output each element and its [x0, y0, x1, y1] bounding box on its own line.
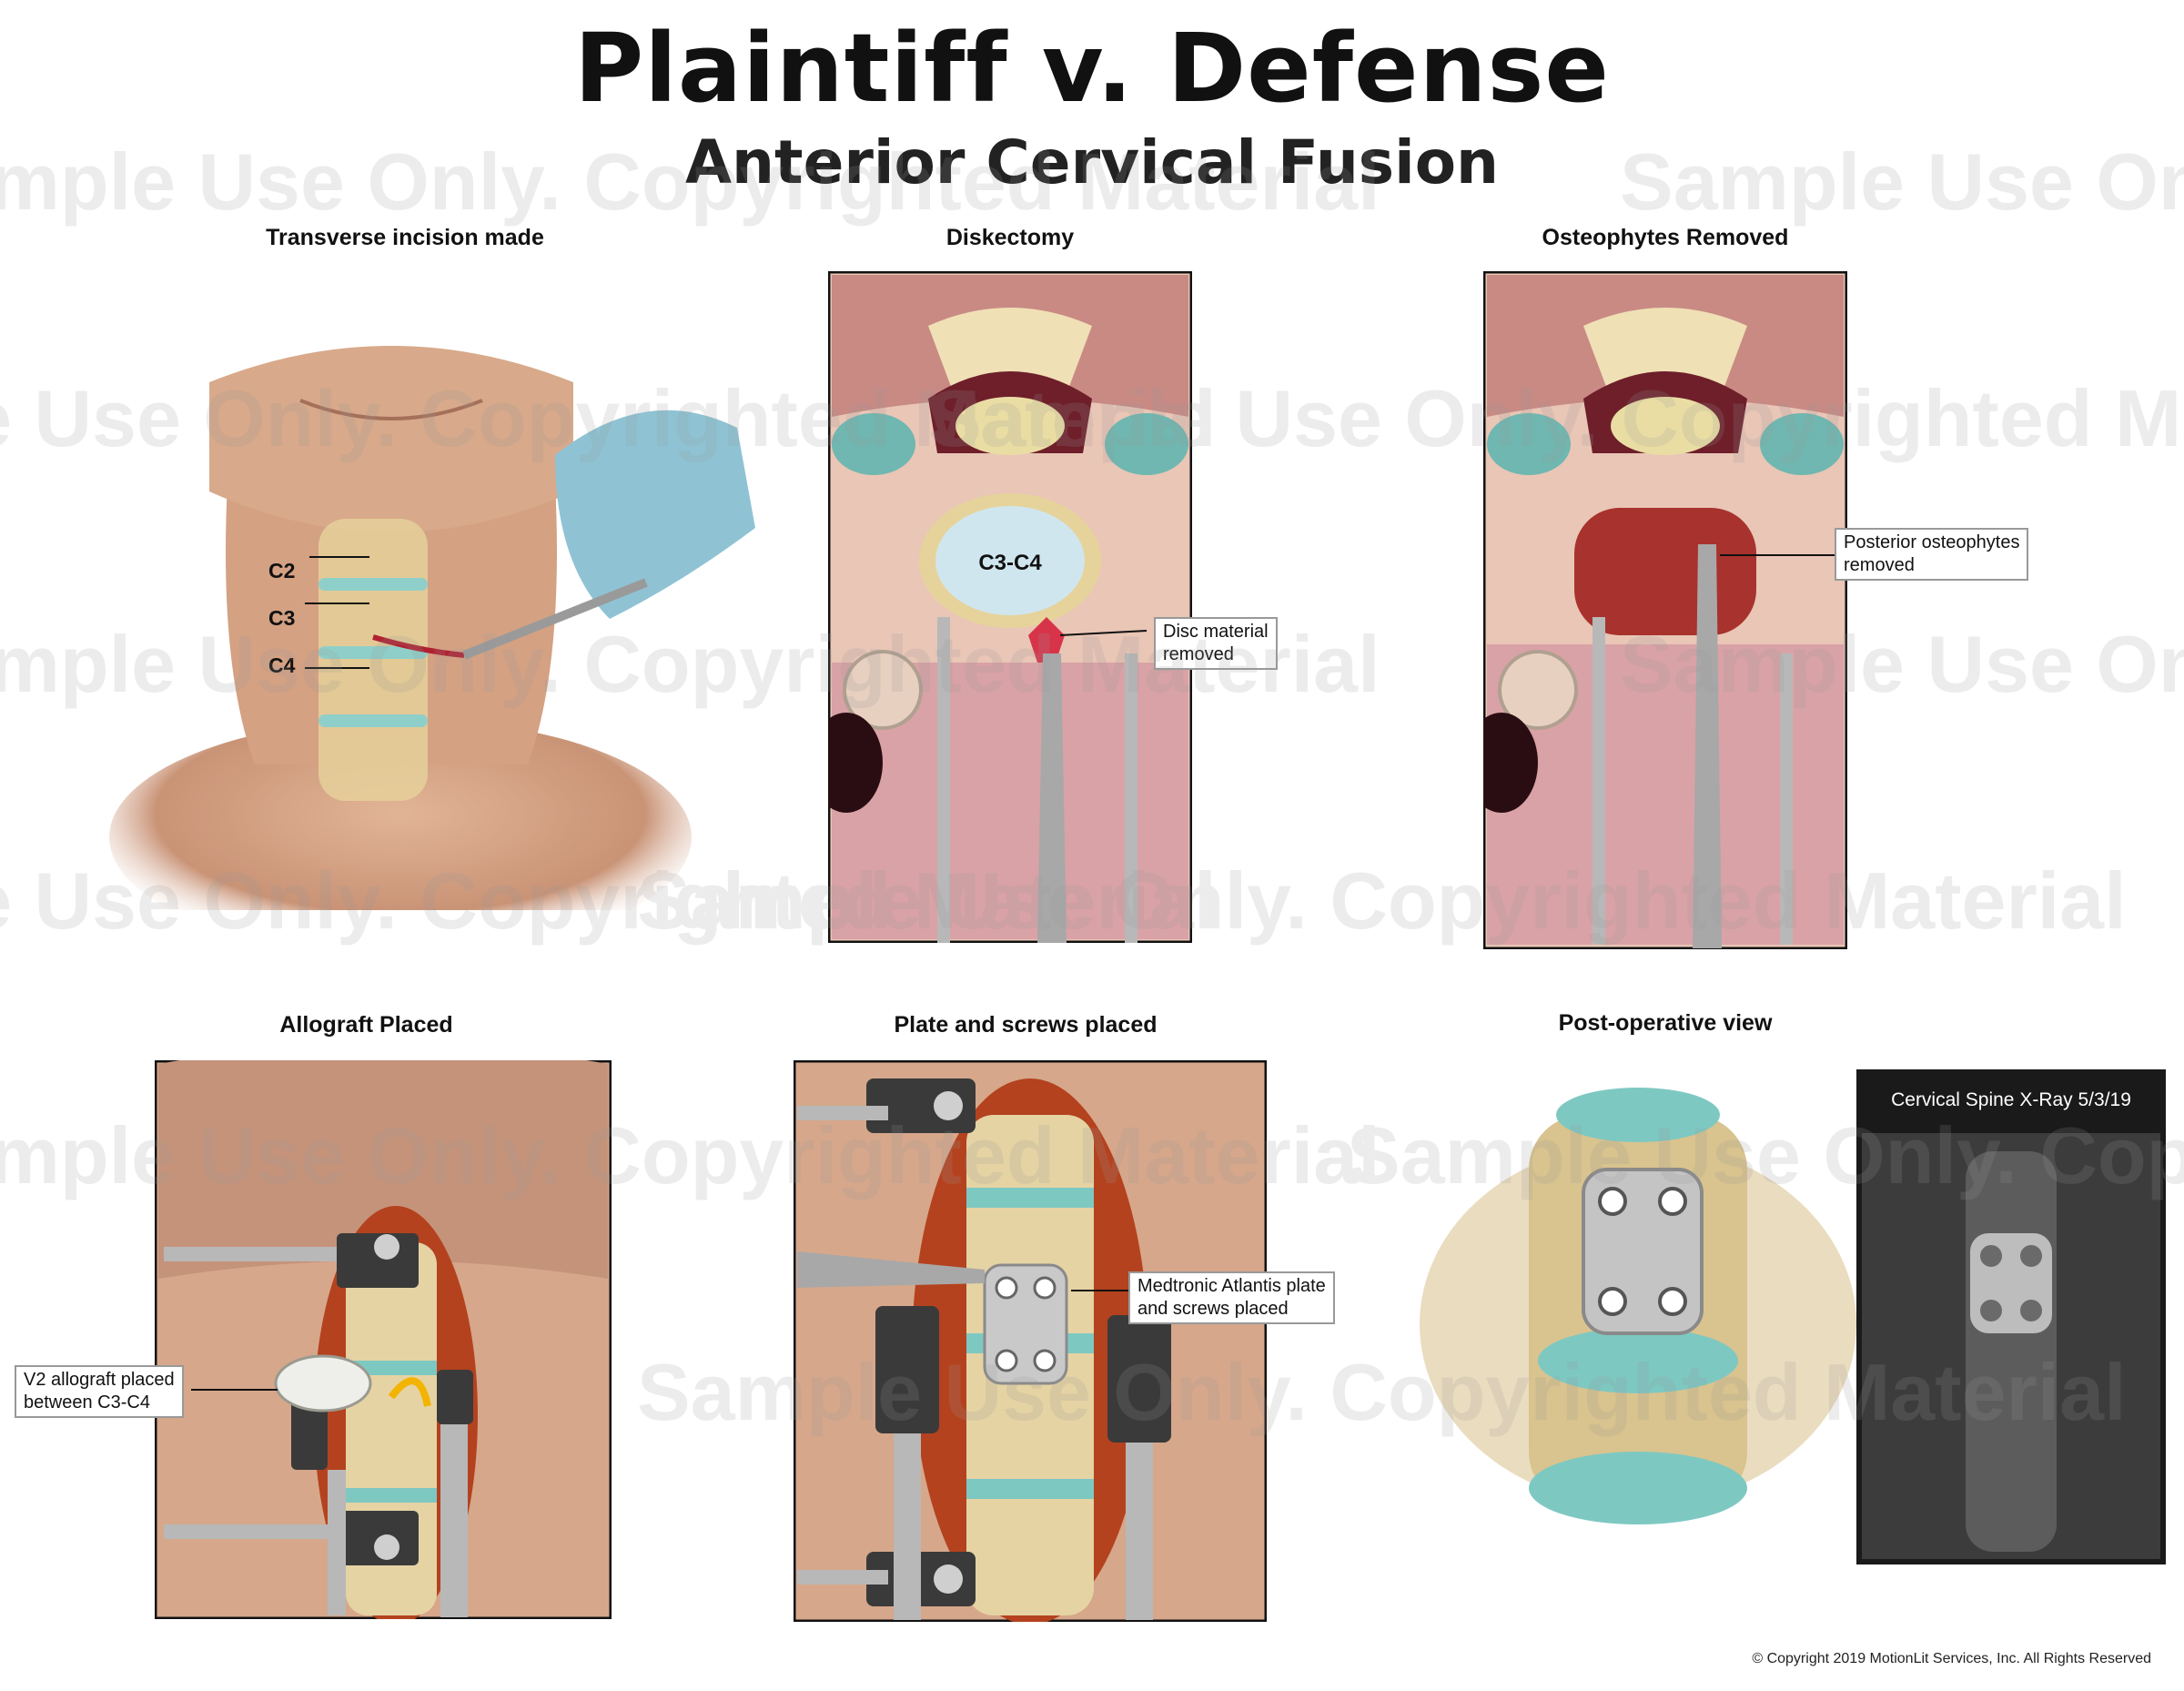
- osteophytes-illustration: [1483, 271, 1847, 949]
- postop-panel-title: Post-operative view: [1558, 1010, 1773, 1036]
- incision-panel-title: Transverse incision made: [266, 225, 544, 250]
- vertebra-label-c2: C2: [268, 559, 296, 582]
- incision-illustration: [109, 346, 755, 910]
- allograft-panel-title: Allograft Placed: [279, 1012, 453, 1038]
- osteophytes-panel-title: Osteophytes Removed: [1542, 225, 1789, 250]
- diskectomy-illustration: C3-C4: [828, 271, 1192, 943]
- xray-caption: Cervical Spine X-Ray 5/3/19: [1891, 1089, 2131, 1110]
- copyright-notice: © Copyright 2019 MotionLit Services, Inc…: [1752, 1651, 2151, 1666]
- plate-panel-title: Plate and screws placed: [894, 1012, 1158, 1038]
- disc-level-label: C3-C4: [978, 551, 1042, 575]
- diskectomy-panel-title: Diskectomy: [945, 225, 1075, 250]
- plate-illustration: [794, 1060, 1267, 1622]
- vertebra-label-c4: C4: [268, 653, 296, 677]
- plate-callout: Medtronic Atlantis plate and screws plac…: [1128, 1271, 1335, 1324]
- allograft-callout: V2 allograft placed between C3-C4: [15, 1365, 184, 1418]
- allograft-illustration: [155, 1060, 612, 1619]
- vertebra-label-c3: C3: [268, 606, 296, 630]
- osteophytes-callout: Posterior osteophytes removed: [1835, 528, 2029, 581]
- page-title: Plaintiff v. Defense: [574, 13, 1610, 124]
- postop-illustration: [1420, 1088, 1856, 1524]
- page-subtitle: Anterior Cervical Fusion: [684, 127, 1500, 197]
- xray-image: Cervical Spine X-Ray 5/3/19: [1856, 1069, 2166, 1564]
- diskectomy-callout: Disc material removed: [1154, 617, 1278, 670]
